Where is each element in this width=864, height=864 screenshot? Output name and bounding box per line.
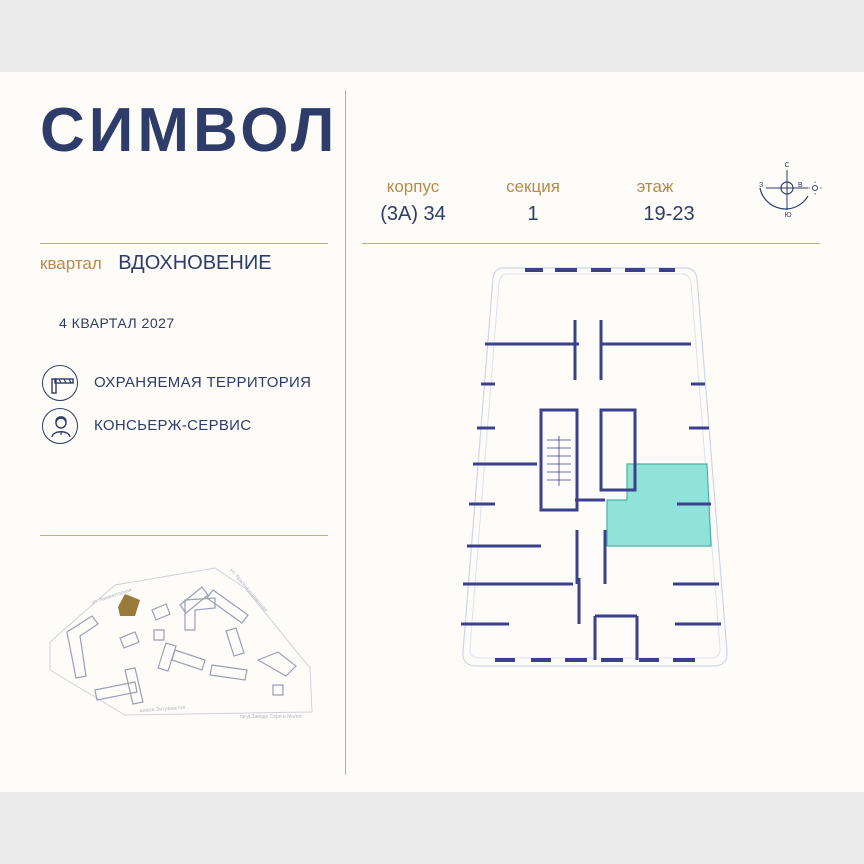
district-line: квартал ВДОХНОВЕНИЕ bbox=[40, 252, 272, 275]
section-value: 1 bbox=[527, 203, 539, 225]
brand-logo: СИМВОЛ bbox=[40, 96, 339, 165]
compass-south: Ю bbox=[785, 212, 792, 218]
delivery-date: 4 КВАРТАЛ 2027 bbox=[59, 315, 175, 331]
barrier-gate-icon bbox=[42, 365, 78, 401]
floor-plan bbox=[461, 267, 728, 667]
divider bbox=[362, 243, 820, 244]
listing-card bbox=[0, 72, 864, 792]
corpus-value: (3А) 34 bbox=[380, 203, 446, 225]
compass-icon: С В З Ю bbox=[759, 162, 822, 218]
district-name: ВДОХНОВЕНИЕ bbox=[118, 252, 272, 274]
feature-label: КОНСЬЕРЖ-СЕРВИС bbox=[94, 417, 252, 434]
divider bbox=[40, 243, 328, 244]
section-label: секция bbox=[506, 177, 560, 196]
compass-east: В bbox=[798, 182, 803, 189]
concierge-icon bbox=[42, 408, 78, 444]
floor-value: 19-23 bbox=[643, 203, 695, 225]
site-plan-map: ул. Авиамоторная ул. Красноказарменная п… bbox=[49, 567, 313, 720]
street-label: шоссе Энтузиастов bbox=[140, 705, 186, 714]
selected-apartment[interactable] bbox=[606, 463, 712, 547]
feature-label: ОХРАНЯЕМАЯ ТЕРРИТОРИЯ bbox=[94, 374, 312, 391]
district-label: квартал bbox=[40, 254, 102, 273]
compass-north: С bbox=[785, 162, 790, 169]
street-label: пр-д Завода Серп и Молот bbox=[240, 714, 303, 720]
corpus-label: корпус bbox=[386, 177, 440, 196]
vertical-divider bbox=[345, 90, 346, 775]
divider bbox=[40, 535, 328, 536]
compass-west: З bbox=[759, 182, 763, 189]
street-label: ул. Красноказарменная bbox=[228, 567, 268, 613]
floor-label: этаж bbox=[636, 177, 674, 196]
